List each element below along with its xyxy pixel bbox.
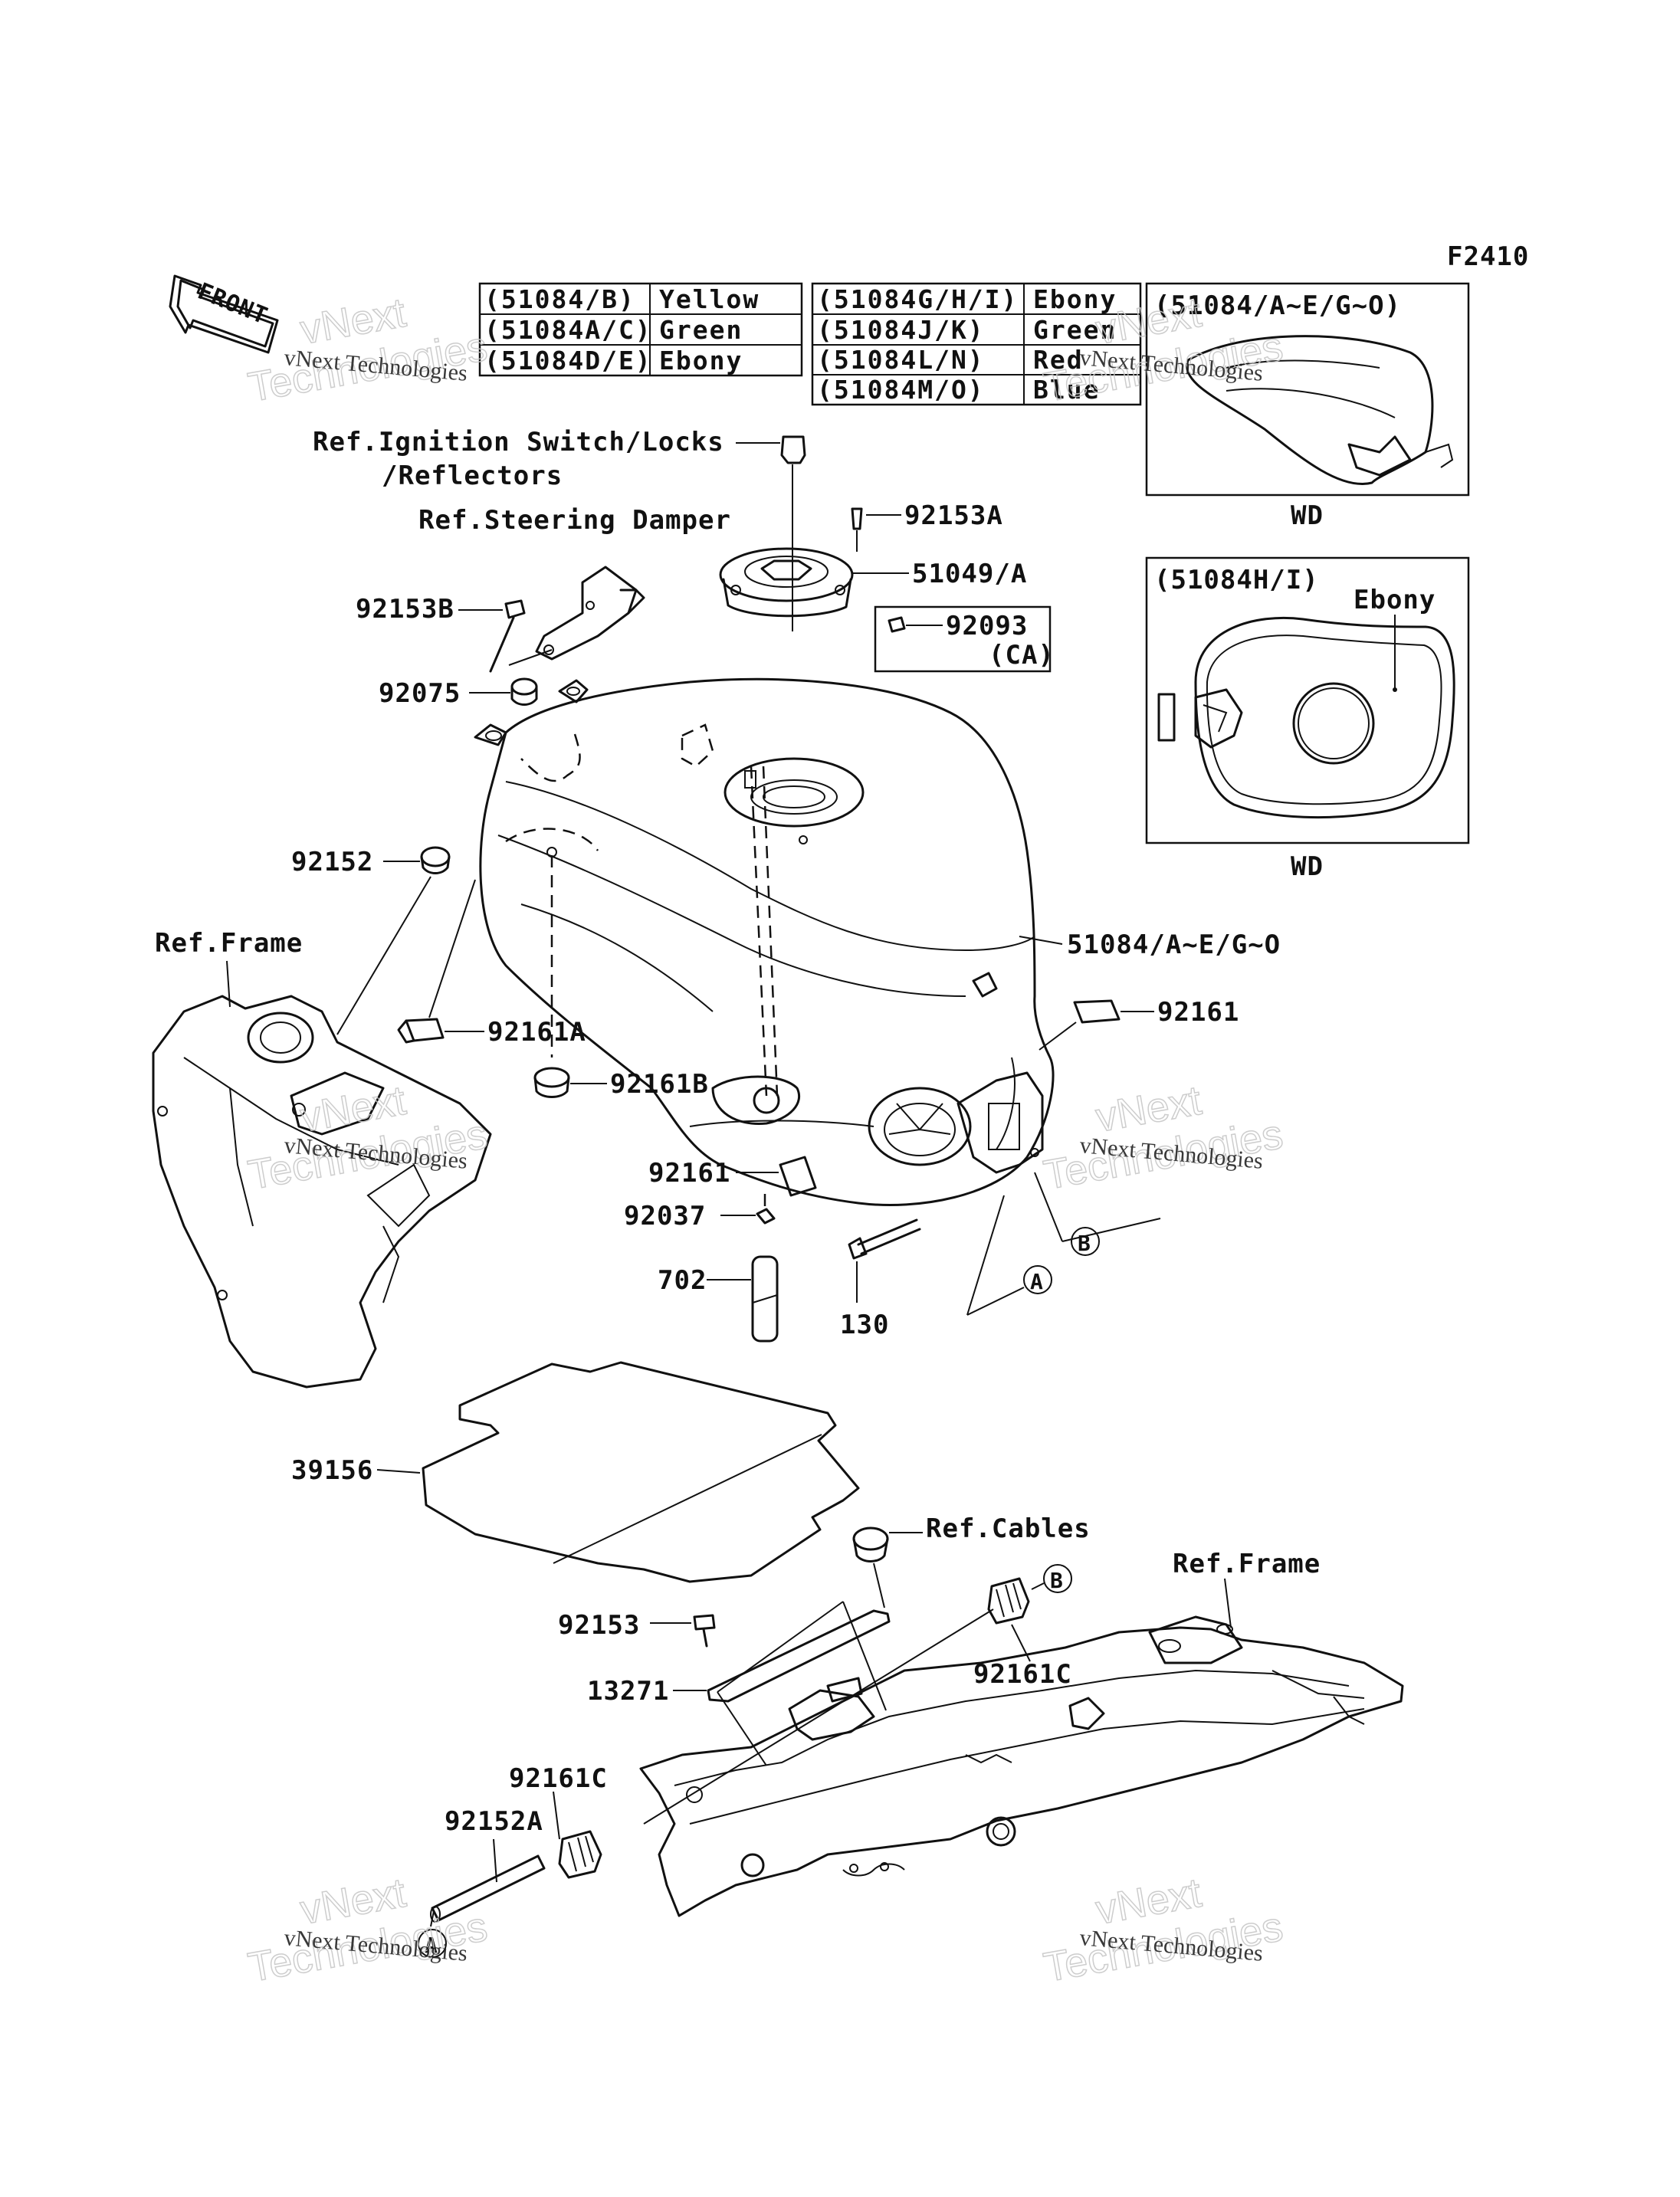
color-code: (51084M/O): [817, 375, 985, 405]
callout-b: B: [1050, 1568, 1064, 1593]
color-code: (51084L/N): [817, 345, 985, 375]
inset-title: (51084/A~E/G~O): [1154, 290, 1401, 321]
callout-b: B: [1078, 1231, 1091, 1256]
screw-92153A-icon: [851, 507, 901, 552]
damper-92161B-icon: [533, 1067, 607, 1098]
label-702: 702: [658, 1265, 707, 1296]
color-name: Ebony: [1033, 284, 1117, 314]
color-code: (51084G/H/I): [817, 284, 1018, 314]
callout-a-upper: A: [966, 1195, 1052, 1316]
front-arrow-label: FRONT: [194, 278, 271, 330]
damper-92161C-upper-icon: [643, 1577, 1031, 1825]
fuel-tank-icon: [474, 677, 1063, 1206]
box-92093: 92093 (CA): [874, 605, 1055, 673]
label-13271: 13271: [587, 1676, 669, 1707]
pin-92152A-icon: [430, 1838, 546, 1923]
color-name: Red: [1033, 345, 1084, 375]
label-92037: 92037: [624, 1201, 706, 1231]
sheet-39156-icon: [376, 1361, 860, 1583]
color-code: (51084D/E): [484, 346, 652, 375]
label-92093-note: (CA): [989, 640, 1055, 671]
figure-code: F2410: [1447, 241, 1529, 272]
ref-frame-left: Ref.Frame: [155, 928, 303, 959]
pad-92161-right-icon: [1039, 999, 1154, 1051]
watermark: vNext Technologies vNext Technologies vN…: [244, 289, 1287, 1992]
ref-cables: Ref.Cables: [926, 1513, 1091, 1544]
callout-b-lower: B: [1031, 1564, 1072, 1593]
frame-left-icon: [152, 960, 492, 1389]
label-92152: 92152: [291, 847, 373, 877]
clip-92037-icon: [720, 1194, 776, 1225]
front-arrow-icon: FRONT: [169, 274, 279, 354]
label-130: 130: [840, 1310, 889, 1340]
label-39156: 39156: [291, 1455, 373, 1486]
inset-caption: WD: [1291, 500, 1324, 531]
inset-tank-decal: (51084/A~E/G~O) WD: [1145, 282, 1470, 531]
color-name: Green: [659, 315, 743, 345]
color-name: Yellow: [659, 284, 760, 314]
color-code: (51084J/K): [817, 315, 985, 345]
hose-702-icon: [707, 1255, 779, 1343]
ref-frame-right: Ref.Frame: [1173, 1549, 1321, 1579]
callout-a: A: [1030, 1269, 1044, 1294]
ignition-cap-icon: [736, 435, 806, 631]
ref-ignition-switch: Ref.Ignition Switch/Locks: [313, 427, 724, 457]
fuel-cap-51049-icon: [719, 547, 909, 618]
color-name: Green: [1033, 315, 1117, 345]
label-92153: 92153: [558, 1610, 640, 1641]
grommet-92075-icon: [469, 677, 538, 706]
label-92161B: 92161B: [610, 1069, 709, 1100]
ref-steering-damper: Ref.Steering Damper: [418, 505, 731, 536]
label-92153A: 92153A: [904, 500, 1003, 531]
ref-reflectors: /Reflectors: [382, 461, 563, 491]
plate-13271-icon: [673, 1601, 891, 1766]
pad-92161-mid-icon: [736, 1156, 817, 1197]
callout-a-lower: A: [418, 1910, 447, 1958]
label-92161C-upper: 92161C: [973, 1659, 1072, 1690]
callout-a: A: [425, 1933, 438, 1958]
color-name: Blue: [1033, 375, 1100, 405]
callout-b-upper: B: [1034, 1172, 1161, 1256]
label-51049A: 51049/A: [912, 559, 1027, 589]
color-table-left: (51084/B) Yellow (51084A/C) Green (51084…: [478, 282, 803, 377]
inset-caption: WD: [1291, 851, 1324, 882]
label-92161C-lower: 92161C: [509, 1763, 608, 1794]
label-51084: 51084/A~E/G~O: [1067, 930, 1281, 960]
bolt-130-icon: [848, 1218, 921, 1303]
inset-color-label: Ebony: [1354, 585, 1436, 615]
screw-92153-icon: [650, 1614, 716, 1648]
inset-ebony-decal: (51084H/I) Ebony WD: [1145, 556, 1470, 882]
label-92161-mid: 92161: [648, 1158, 730, 1189]
label-92161A: 92161A: [487, 1017, 586, 1048]
damper-92152-icon: [336, 846, 451, 1035]
pad-92161A-icon: [397, 879, 484, 1044]
label-92153B: 92153B: [356, 594, 454, 625]
steering-bracket-icon: [508, 566, 645, 666]
inset-title: (51084H/I): [1154, 565, 1319, 595]
label-92075: 92075: [379, 678, 461, 709]
color-code: (51084A/C): [484, 315, 652, 345]
color-table-right: (51084G/H/I) Ebony (51084J/K) Green (510…: [811, 282, 1142, 406]
frame-rear-icon: [639, 1578, 1404, 1917]
cable-clamp-icon: [852, 1526, 923, 1608]
color-name: Ebony: [659, 346, 743, 375]
color-code: (51084/B): [484, 284, 635, 314]
damper-92161C-lower-icon: [553, 1791, 602, 1879]
label-92161-right: 92161: [1157, 997, 1239, 1028]
bolt-92153B-icon: [458, 599, 526, 673]
label-92152A: 92152A: [445, 1806, 543, 1837]
label-92093: 92093: [946, 611, 1028, 641]
